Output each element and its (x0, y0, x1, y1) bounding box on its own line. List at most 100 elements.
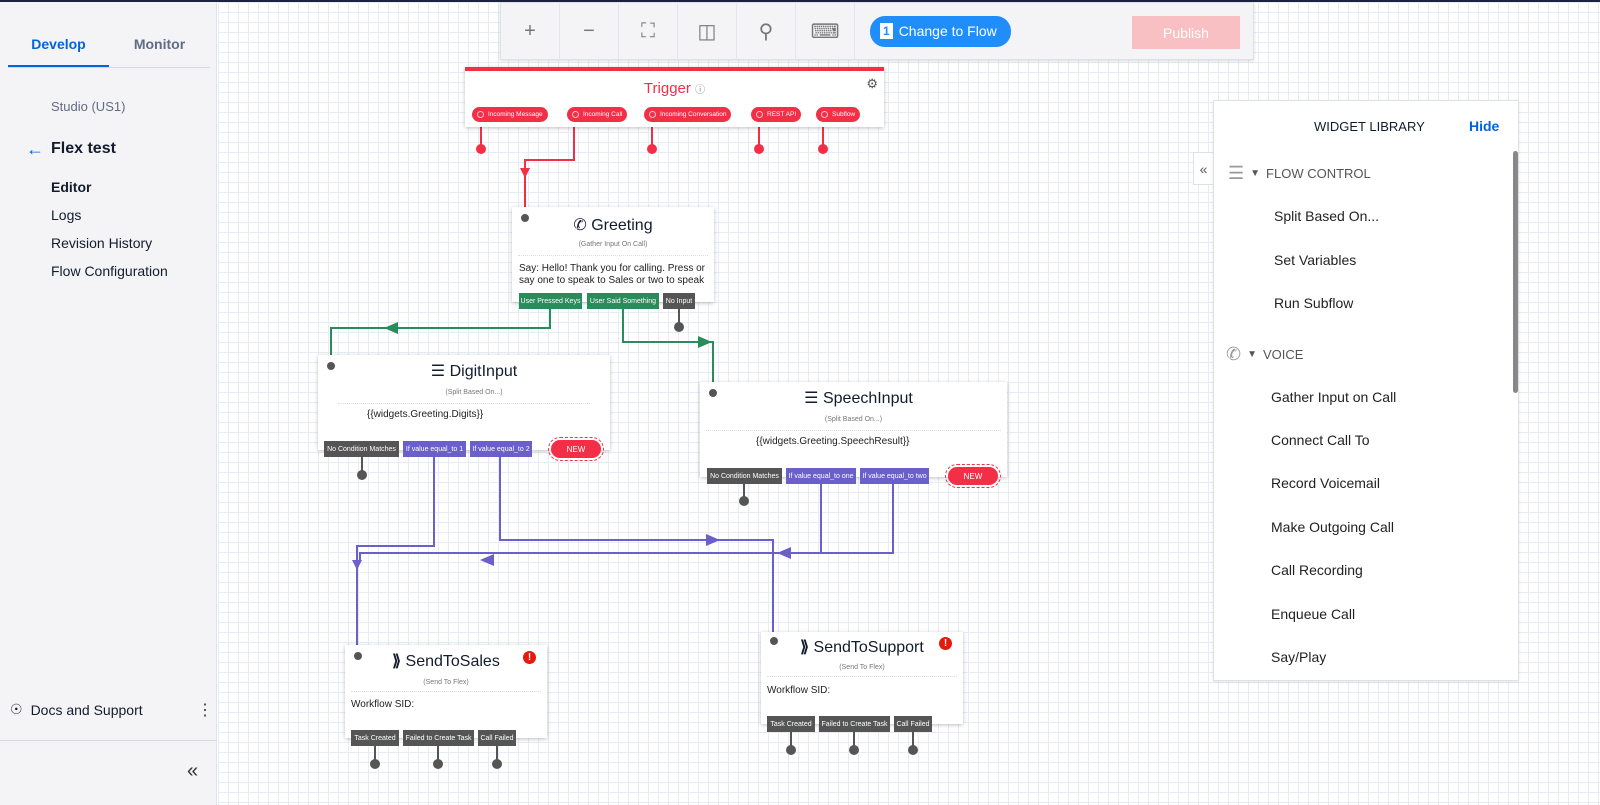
library-item[interactable]: Call Recording (1271, 562, 1363, 578)
trigger-incoming-message[interactable]: Incoming Message (472, 107, 548, 122)
trigger-title: Trigger (643, 80, 691, 97)
library-item[interactable]: Connect Call To (1271, 432, 1370, 448)
section-voice[interactable]: ✆▼VOICE (1226, 344, 1304, 364)
back-arrow-icon[interactable]: ← (26, 139, 44, 159)
port-no-condition[interactable]: No Condition Matches (707, 468, 782, 484)
port-equal-one[interactable]: If value equal_to one (786, 468, 856, 484)
expand-library-icon[interactable]: « (1193, 152, 1214, 185)
speechinput-widget[interactable]: ☰ SpeechInput (Split Based On...) {{widg… (700, 382, 1007, 477)
library-item[interactable]: Set Variables (1274, 252, 1357, 268)
fit-screen-icon[interactable]: ⛶ (619, 2, 678, 60)
widget-body: Workflow SID: (767, 685, 831, 696)
library-item[interactable]: Record Voicemail (1271, 475, 1380, 491)
no-input-wire (361, 309, 914, 764)
port-call-failed[interactable]: Call Failed (894, 716, 932, 732)
greeting-wire (330, 309, 714, 382)
widget-title: Greeting (591, 217, 653, 234)
library-title: WIDGET LIBRARY (1314, 119, 1425, 134)
sidebar: Develop Monitor Studio (US1) ← Flex test… (0, 2, 217, 805)
arrow (520, 168, 530, 178)
new-transition-button[interactable]: NEW (548, 437, 604, 461)
widget-type: (Split Based On...) (824, 416, 883, 423)
port-dot (849, 745, 859, 755)
input-dot[interactable] (769, 636, 779, 646)
nav-revision-history[interactable]: Revision History (51, 235, 153, 251)
nav-logs[interactable]: Logs (51, 207, 82, 223)
trigger-subflow[interactable]: Subflow (816, 107, 861, 122)
trigger-wire (480, 117, 824, 207)
tab-monitor[interactable]: Monitor (133, 36, 186, 52)
input-dot[interactable] (353, 651, 363, 661)
port-no-input[interactable]: No Input (663, 293, 695, 309)
library-item[interactable]: Say/Play (1271, 649, 1327, 665)
top-border (0, 0, 1600, 2)
widget-title: SpeechInput (822, 390, 913, 407)
port-task-created[interactable]: Task Created (767, 716, 815, 732)
digitinput-widget[interactable]: ☰ DigitInput (Split Based On...) {{widge… (318, 355, 610, 450)
docs-and-support[interactable]: ☉Docs and Support (10, 701, 210, 718)
arrow (706, 534, 720, 546)
port-dot (818, 144, 828, 154)
arrow (352, 560, 362, 570)
library-item[interactable]: Make Outgoing Call (1271, 519, 1394, 535)
input-dot[interactable] (708, 388, 718, 398)
zoom-in-icon[interactable]: + (501, 2, 560, 60)
port-user-pressed-keys[interactable]: User Pressed Keys (519, 293, 582, 309)
more-options-icon[interactable]: ⋮ (197, 702, 213, 719)
widget-type: (Gather Input On Call) (578, 241, 648, 248)
settings-gear-icon[interactable]: ⚙ (866, 76, 878, 91)
collapse-sidebar-icon[interactable]: « (187, 760, 199, 782)
port-equal-2[interactable]: If value equal_to 2 (470, 441, 532, 457)
bookmark-icon[interactable]: ◫ (678, 2, 737, 60)
keyboard-icon[interactable]: ⌨ (796, 2, 855, 60)
publish-button[interactable]: Publish (1132, 16, 1240, 49)
zoom-out-icon[interactable]: − (560, 2, 619, 60)
greeting-widget[interactable]: ✆ Greeting (Gather Input On Call) Say: H… (512, 207, 714, 302)
port-dot (433, 759, 443, 769)
trigger-incoming-call[interactable]: Incoming Call (567, 107, 628, 122)
library-item[interactable]: Split Based On... (1274, 208, 1380, 224)
section-flow-control[interactable]: ☰▼FLOW CONTROL (1228, 163, 1371, 183)
port-dot (476, 144, 486, 154)
port-task-created[interactable]: Task Created (351, 730, 399, 746)
split-icon: ☰ (430, 363, 446, 380)
hide-library-button[interactable]: Hide (1469, 118, 1500, 134)
caret-down-icon: ▼ (1250, 168, 1261, 179)
nav-flow-configuration[interactable]: Flow Configuration (51, 263, 168, 279)
new-transition-button[interactable]: NEW (945, 464, 1001, 488)
port-failed-create-task[interactable]: Failed to Create Task (819, 716, 890, 732)
trigger-incoming-conversation[interactable]: Incoming Conversation (644, 107, 732, 122)
nav-editor[interactable]: Editor (51, 179, 92, 195)
library-item[interactable]: Run Subflow (1274, 295, 1354, 311)
port-no-condition[interactable]: No Condition Matches (324, 441, 399, 457)
condition-wire (356, 457, 894, 645)
arrow (777, 547, 791, 559)
library-item[interactable]: Enqueue Call (1271, 606, 1356, 622)
port-equal-two[interactable]: If value equal_to two (860, 468, 929, 484)
sendtosales-widget[interactable]: ⟫ SendToSales ! (Send To Flex) Workflow … (345, 645, 547, 738)
port-call-failed[interactable]: Call Failed (478, 730, 516, 746)
port-failed-create-task[interactable]: Failed to Create Task (403, 730, 474, 746)
tab-develop[interactable]: Develop (8, 24, 109, 67)
widget-body: {{widgets.Greeting.SpeechResult}} (756, 436, 910, 447)
trigger-widget[interactable]: Trigger ⓘ ⚙ Incoming Message Incoming Ca… (465, 67, 884, 127)
trigger-rest-api[interactable]: REST API (751, 107, 802, 122)
library-scrollbar[interactable] (1513, 151, 1518, 393)
port-user-said-something[interactable]: User Said Something (587, 293, 659, 309)
error-icon: ! (523, 651, 536, 664)
flex-icon: ⟫ (800, 639, 810, 656)
port-dot (357, 470, 367, 480)
phone-icon: ✆ (573, 217, 587, 234)
input-dot[interactable] (326, 361, 336, 371)
arrow (480, 554, 494, 566)
search-icon[interactable]: ⚲ (737, 2, 796, 60)
library-item[interactable]: Gather Input on Call (1271, 389, 1397, 405)
input-dot[interactable] (520, 213, 530, 223)
sendtosupport-widget[interactable]: ⟫ SendToSupport ! (Send To Flex) Workflo… (761, 632, 963, 724)
change-count: 1 (880, 23, 893, 39)
port-equal-1[interactable]: If value equal_to 1 (403, 441, 466, 457)
flex-icon: ⟫ (392, 653, 402, 670)
